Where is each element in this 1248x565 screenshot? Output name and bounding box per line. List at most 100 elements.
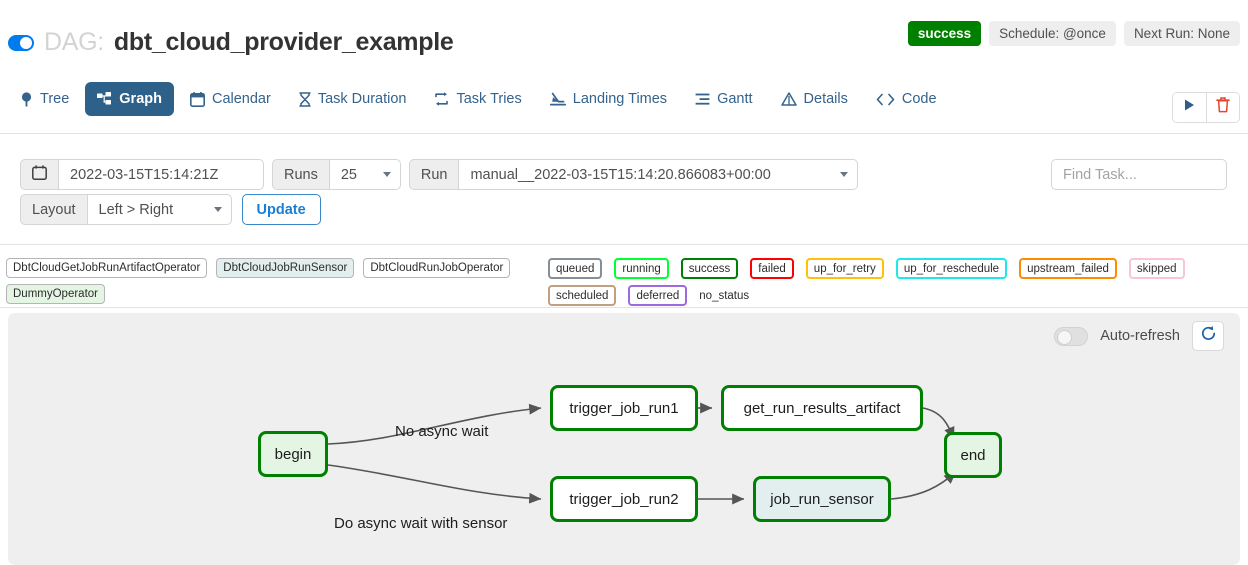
tab-label: Task Tries	[456, 91, 522, 107]
tab-graph[interactable]: Graph	[85, 82, 174, 116]
update-button[interactable]: Update	[241, 194, 321, 225]
tab-label: Landing Times	[572, 91, 668, 107]
graph-node-job_run_sensor[interactable]: job_run_sensor	[753, 476, 891, 522]
legend-state-chip: deferred	[628, 285, 688, 306]
runs-group: Runs 25	[272, 159, 401, 190]
view-tabbar: Tree Graph Calendar	[0, 78, 1248, 134]
runs-label: Runs	[272, 159, 329, 190]
execution-date-input[interactable]: 2022-03-15T15:14:21Z	[58, 159, 264, 190]
tab-gantt[interactable]: Gantt	[683, 82, 764, 116]
graph-edge-label: No async wait	[395, 423, 489, 440]
calendar-picker-button[interactable]	[20, 159, 58, 190]
legend-state-chip: queued	[548, 258, 603, 279]
trigger-dag-button[interactable]	[1173, 93, 1206, 122]
retry-icon	[434, 92, 449, 106]
tab-details[interactable]: Details	[769, 82, 860, 116]
tab-task-tries[interactable]: Task Tries	[422, 82, 533, 116]
calendar-icon	[189, 91, 205, 107]
graph-edge-label: Do async wait with sensor	[334, 515, 508, 532]
code-icon	[876, 93, 895, 106]
tab-label: Calendar	[211, 91, 271, 107]
tab-calendar[interactable]: Calendar	[178, 82, 283, 116]
gantt-icon	[695, 92, 710, 106]
graph-icon	[97, 92, 112, 106]
layout-select[interactable]: Left > Right	[86, 194, 232, 225]
legend-state-chip: upstream_failed	[1019, 258, 1117, 279]
tab-task-duration[interactable]: Task Duration	[287, 82, 419, 116]
legend-state-chip: scheduled	[548, 285, 617, 306]
chevron-down-icon	[840, 172, 849, 177]
graph-node-trigger_job_run1[interactable]: trigger_job_run1	[550, 385, 698, 431]
graph-node-begin[interactable]: begin	[258, 431, 328, 477]
dag-action-buttons	[1172, 92, 1240, 123]
layout-group: Layout Left > Right	[20, 194, 232, 225]
runs-select[interactable]: 25	[328, 159, 401, 190]
legend-state-chip: skipped	[1128, 258, 1185, 279]
tab-label: Details	[803, 91, 848, 107]
tab-label: Gantt	[717, 91, 753, 107]
landing-icon	[549, 92, 566, 106]
graph-legend: DbtCloudGetJobRunArtifactOperator DbtClou…	[0, 246, 1248, 308]
graph-toolbar: Auto-refresh	[1054, 321, 1224, 351]
graph-node-trigger_job_run2[interactable]: trigger_job_run2	[550, 476, 698, 522]
dag-controls: 2022-03-15T15:14:21Z Runs 25 Run manual_…	[0, 135, 1248, 245]
legend-state-chip: running	[614, 258, 669, 279]
calendar-icon	[32, 165, 47, 184]
refresh-button[interactable]	[1192, 321, 1224, 351]
legend-state-chip: no_status	[699, 289, 750, 302]
find-task-input[interactable]: Find Task...	[1051, 159, 1227, 190]
play-icon	[1183, 98, 1196, 117]
auto-refresh-toggle[interactable]	[1054, 326, 1089, 346]
auto-refresh-label: Auto-refresh	[1100, 328, 1180, 344]
triangle-icon	[780, 92, 797, 106]
dag-label-prefix: DAG:	[44, 28, 104, 56]
controls-row-primary: 2022-03-15T15:14:21Z Runs 25 Run manual_…	[20, 159, 859, 190]
graph-edges	[327, 402, 957, 505]
tab-label: Graph	[119, 91, 162, 107]
tab-label: Code	[901, 91, 937, 107]
layout-select-value: Left > Right	[98, 201, 174, 218]
state-legend: queued running success failed up_for_retry up…	[548, 258, 1248, 306]
legend-state-chip: up_for_reschedule	[895, 258, 1008, 279]
controls-row-secondary: Layout Left > Right Update	[20, 194, 321, 225]
page-title: DAG: dbt_cloud_provider_example	[8, 28, 454, 57]
legend-operator-chip: DbtCloudRunJobOperator	[363, 258, 511, 278]
legend-operator-chip: DummyOperator	[6, 284, 105, 304]
run-select-value: manual__2022-03-15T15:14:20.866083+00:00	[470, 166, 771, 183]
next-run-badge: Next Run: None	[1123, 21, 1240, 46]
graph-node-end[interactable]: end	[944, 432, 1002, 478]
tab-list: Tree Graph Calendar	[8, 82, 949, 116]
legend-state-chip: failed	[750, 258, 794, 279]
operator-legend: DbtCloudGetJobRunArtifactOperator DbtClou…	[6, 258, 536, 304]
chevron-down-icon	[213, 207, 222, 212]
tab-landing-times[interactable]: Landing Times	[538, 82, 679, 116]
run-group: Run manual__2022-03-15T15:14:20.866083+0…	[408, 159, 859, 190]
trash-icon	[1216, 97, 1230, 118]
run-label: Run	[408, 159, 459, 190]
legend-state-chip: up_for_retry	[805, 258, 884, 279]
refresh-icon	[1200, 325, 1217, 347]
tab-tree[interactable]: Tree	[8, 82, 81, 116]
tree-icon	[20, 91, 33, 107]
dag-pause-toggle[interactable]	[8, 34, 34, 51]
dag-name: dbt_cloud_provider_example	[113, 28, 454, 56]
schedule-badge: Schedule: @once	[989, 21, 1116, 46]
header-badges: success Schedule: @once Next Run: None	[907, 21, 1240, 46]
status-badge: success	[907, 21, 982, 46]
legend-operator-chip: DbtCloudJobRunSensor	[216, 258, 355, 278]
dag-header: DAG: dbt_cloud_provider_example success …	[0, 0, 1248, 70]
tab-label: Tree	[40, 91, 70, 107]
execution-date-group: 2022-03-15T15:14:21Z	[20, 159, 264, 190]
layout-label: Layout	[20, 194, 87, 225]
hourglass-icon	[299, 91, 311, 107]
delete-dag-button[interactable]	[1206, 93, 1239, 122]
run-select[interactable]: manual__2022-03-15T15:14:20.866083+00:00	[458, 159, 859, 190]
legend-operator-chip: DbtCloudGetJobRunArtifactOperator	[6, 258, 208, 278]
chevron-down-icon	[382, 172, 391, 177]
legend-state-chip: success	[680, 258, 739, 279]
graph-node-get_run_results_artifact[interactable]: get_run_results_artifact	[721, 385, 923, 431]
graph-panel: Auto-refresh begin trigger_job_run1 get_ru…	[8, 313, 1240, 565]
runs-select-value: 25	[340, 166, 357, 183]
tab-label: Task Duration	[317, 91, 407, 107]
tab-code[interactable]: Code	[864, 82, 949, 116]
